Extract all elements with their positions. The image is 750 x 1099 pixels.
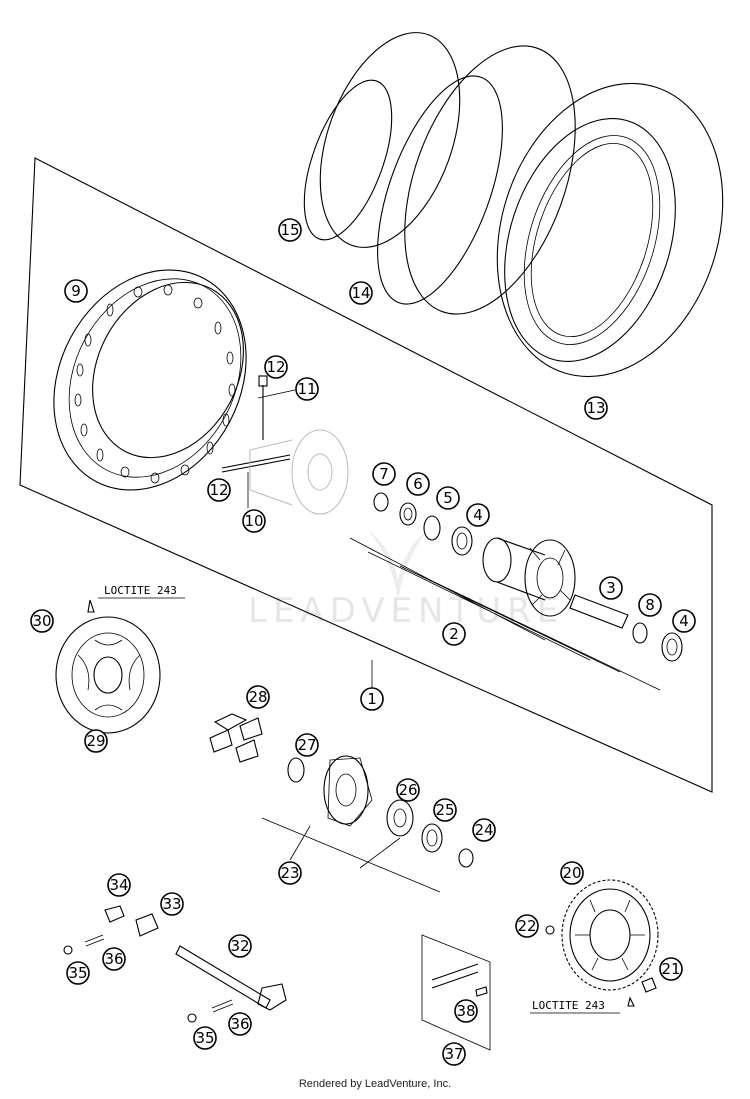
- callout-33: 33: [160, 892, 184, 916]
- rim: [53, 269, 247, 491]
- callout-36a: 36: [102, 947, 126, 971]
- rear-sprocket: [530, 879, 659, 1014]
- callout-38: 38: [454, 999, 478, 1023]
- wheel-assembly-outline: [19, 157, 713, 793]
- callout-4b: 4: [672, 609, 696, 633]
- callout-35a: 35: [66, 961, 90, 985]
- svg-text:33: 33: [162, 895, 181, 913]
- callout-11: 11: [295, 377, 319, 401]
- callout-23: 23: [278, 861, 302, 885]
- callout-3: 3: [599, 576, 623, 600]
- svg-text:37: 37: [444, 1045, 463, 1063]
- svg-text:32: 32: [230, 937, 249, 955]
- tire-15: [303, 32, 461, 248]
- callout-32: 32: [228, 934, 252, 958]
- note-loctite-sprocket: LOCTITE 243: [532, 999, 605, 1012]
- svg-text:35: 35: [68, 964, 87, 982]
- svg-text:22: 22: [517, 917, 536, 935]
- hub-parts: [349, 492, 683, 691]
- callout-5: 5: [436, 486, 460, 510]
- svg-text:38: 38: [456, 1002, 475, 1020]
- svg-text:21: 21: [661, 960, 680, 978]
- hub-in-rim: [249, 429, 349, 515]
- svg-text:12: 12: [209, 481, 228, 499]
- callout-8: 8: [638, 593, 662, 617]
- callout-29: 29: [84, 729, 108, 753]
- svg-text:36: 36: [230, 1015, 249, 1033]
- brake-disc: [55, 597, 185, 734]
- callout-28: 28: [246, 685, 270, 709]
- callout-26: 26: [396, 778, 420, 802]
- callout-10: 10: [242, 509, 266, 533]
- callout-9: 9: [64, 279, 88, 303]
- callout-25: 25: [433, 798, 457, 822]
- callout-22: 22: [515, 914, 539, 938]
- svg-text:5: 5: [443, 489, 453, 507]
- callout-36b: 36: [228, 1012, 252, 1036]
- callout-1: 1: [360, 687, 384, 711]
- sprocket-carrier: [261, 755, 474, 893]
- callout-7: 7: [372, 462, 396, 486]
- callout-15: 15: [278, 218, 302, 242]
- svg-text:3: 3: [606, 579, 616, 597]
- callout-35b: 35: [193, 1026, 217, 1050]
- tire-13: [496, 82, 724, 378]
- svg-text:10: 10: [244, 512, 263, 530]
- svg-text:29: 29: [86, 732, 105, 750]
- svg-text:9: 9: [71, 282, 81, 300]
- svg-text:30: 30: [32, 612, 51, 630]
- svg-text:34: 34: [109, 876, 128, 894]
- svg-text:15: 15: [280, 221, 299, 239]
- svg-text:2: 2: [449, 625, 459, 643]
- svg-text:23: 23: [280, 864, 299, 882]
- svg-text:36: 36: [104, 950, 123, 968]
- svg-text:8: 8: [645, 596, 655, 614]
- svg-text:11: 11: [297, 380, 316, 398]
- callout-30: 30: [30, 609, 54, 633]
- svg-text:14: 14: [351, 284, 370, 302]
- svg-text:20: 20: [562, 864, 581, 882]
- callout-12a: 12: [264, 355, 288, 379]
- callout-13: 13: [584, 396, 608, 420]
- callout-14: 14: [349, 281, 373, 305]
- callout-12b: 12: [207, 478, 231, 502]
- callout-37: 37: [442, 1042, 466, 1066]
- callout-6: 6: [406, 472, 430, 496]
- svg-text:24: 24: [474, 821, 493, 839]
- svg-text:7: 7: [379, 465, 389, 483]
- svg-text:25: 25: [435, 801, 454, 819]
- svg-text:6: 6: [413, 475, 423, 493]
- watermark-text: LEADVENTURE: [248, 591, 564, 631]
- svg-text:35: 35: [195, 1029, 214, 1047]
- svg-text:4: 4: [679, 612, 689, 630]
- callout-34: 34: [107, 873, 131, 897]
- watermark-logo: [368, 530, 428, 600]
- callout-20: 20: [560, 861, 584, 885]
- tire-14: [377, 45, 576, 315]
- note-loctite-disc: LOCTITE 243: [104, 584, 177, 597]
- footer-credit: Rendered by LeadVenture, Inc.: [298, 1078, 452, 1090]
- svg-text:27: 27: [297, 736, 316, 754]
- svg-text:12: 12: [266, 358, 285, 376]
- svg-text:28: 28: [248, 688, 267, 706]
- callout-21: 21: [659, 957, 683, 981]
- svg-text:26: 26: [398, 781, 417, 799]
- tire-group: [303, 32, 724, 378]
- svg-text:4: 4: [473, 506, 483, 524]
- rear-hub: [482, 537, 576, 617]
- axle-parts: [63, 905, 287, 1023]
- svg-text:1: 1: [367, 690, 377, 708]
- callout-2: 2: [442, 622, 466, 646]
- valve-assembly: [221, 375, 296, 508]
- chain-kit: [421, 934, 491, 1051]
- callout-27: 27: [295, 733, 319, 757]
- callout-24: 24: [472, 818, 496, 842]
- svg-text:13: 13: [586, 399, 605, 417]
- cush-drive-rubbers: [209, 713, 263, 763]
- rim-spoke-holes: [74, 284, 236, 484]
- callout-4a: 4: [466, 503, 490, 527]
